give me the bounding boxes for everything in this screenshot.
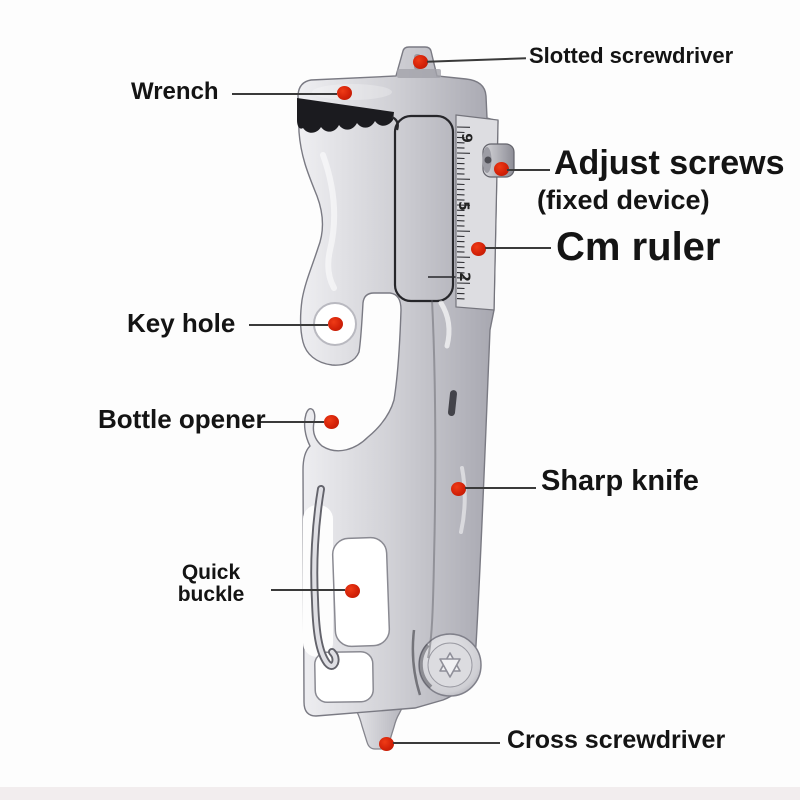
adjust-screws-dot	[494, 162, 509, 176]
cross-screwdriver-label: Cross screwdriver	[507, 726, 726, 754]
wrench-dot	[337, 86, 352, 100]
knife-bolster-highlight	[438, 300, 452, 349]
cross-screwdriver-dot	[379, 737, 394, 751]
wrench-label: Wrench	[131, 78, 219, 105]
key-hole-leader	[249, 324, 328, 326]
ruler-number: 9	[458, 133, 474, 143]
handle-seam	[427, 299, 437, 659]
quick-buckle-leader	[271, 589, 345, 591]
cm-ruler-label: Cm ruler	[556, 225, 721, 269]
adjust-screws-label: Adjust screws	[554, 144, 785, 182]
sharp-knife-dot	[451, 482, 466, 496]
ruler-numbers: 9 5 2	[455, 133, 474, 282]
bottle-opener-label: Bottle opener	[98, 404, 266, 434]
sharp-knife-leader	[465, 487, 536, 489]
blade-heel-seam	[411, 629, 422, 696]
ruler-ticks	[456, 126, 471, 300]
tab-base-shadow	[397, 69, 441, 78]
slotted-screwdriver-label: Slotted screwdriver	[529, 43, 734, 68]
bottom-band	[0, 787, 800, 800]
quick-buckle-label: Quick buckle	[177, 561, 245, 607]
cm-ruler-dot	[471, 242, 486, 256]
adjust-screws-leader	[507, 169, 550, 171]
quick-buckle-dot	[345, 584, 360, 598]
head-shine	[312, 84, 392, 100]
bottle-opener-leader	[260, 421, 324, 423]
waist-highlight	[320, 152, 338, 291]
caliper-panel	[393, 114, 455, 303]
bottle-opener-dot	[324, 415, 339, 429]
cm-ruler-leader	[485, 247, 551, 249]
cross-screwdriver-leader	[393, 742, 500, 744]
buckle-wire-gate	[310, 485, 340, 670]
sharp-knife-label: Sharp knife	[541, 465, 699, 497]
pivot-screw	[418, 633, 482, 697]
key-hole-dot	[328, 317, 343, 331]
buckle-opening	[331, 536, 391, 648]
wrench-leader	[232, 93, 337, 95]
torx-star-icon	[439, 652, 461, 678]
ruler-number: 2	[456, 272, 472, 282]
key-hole-label: Key hole	[127, 308, 236, 338]
wrench-jaw-teeth	[297, 98, 394, 133]
blade-nail-nick	[448, 390, 457, 417]
knife-lower-highlight	[459, 466, 467, 534]
slotted-screwdriver-dot	[413, 55, 428, 69]
adjust-screws-note: (fixed device)	[537, 185, 710, 215]
ruler-number: 5	[455, 201, 471, 211]
